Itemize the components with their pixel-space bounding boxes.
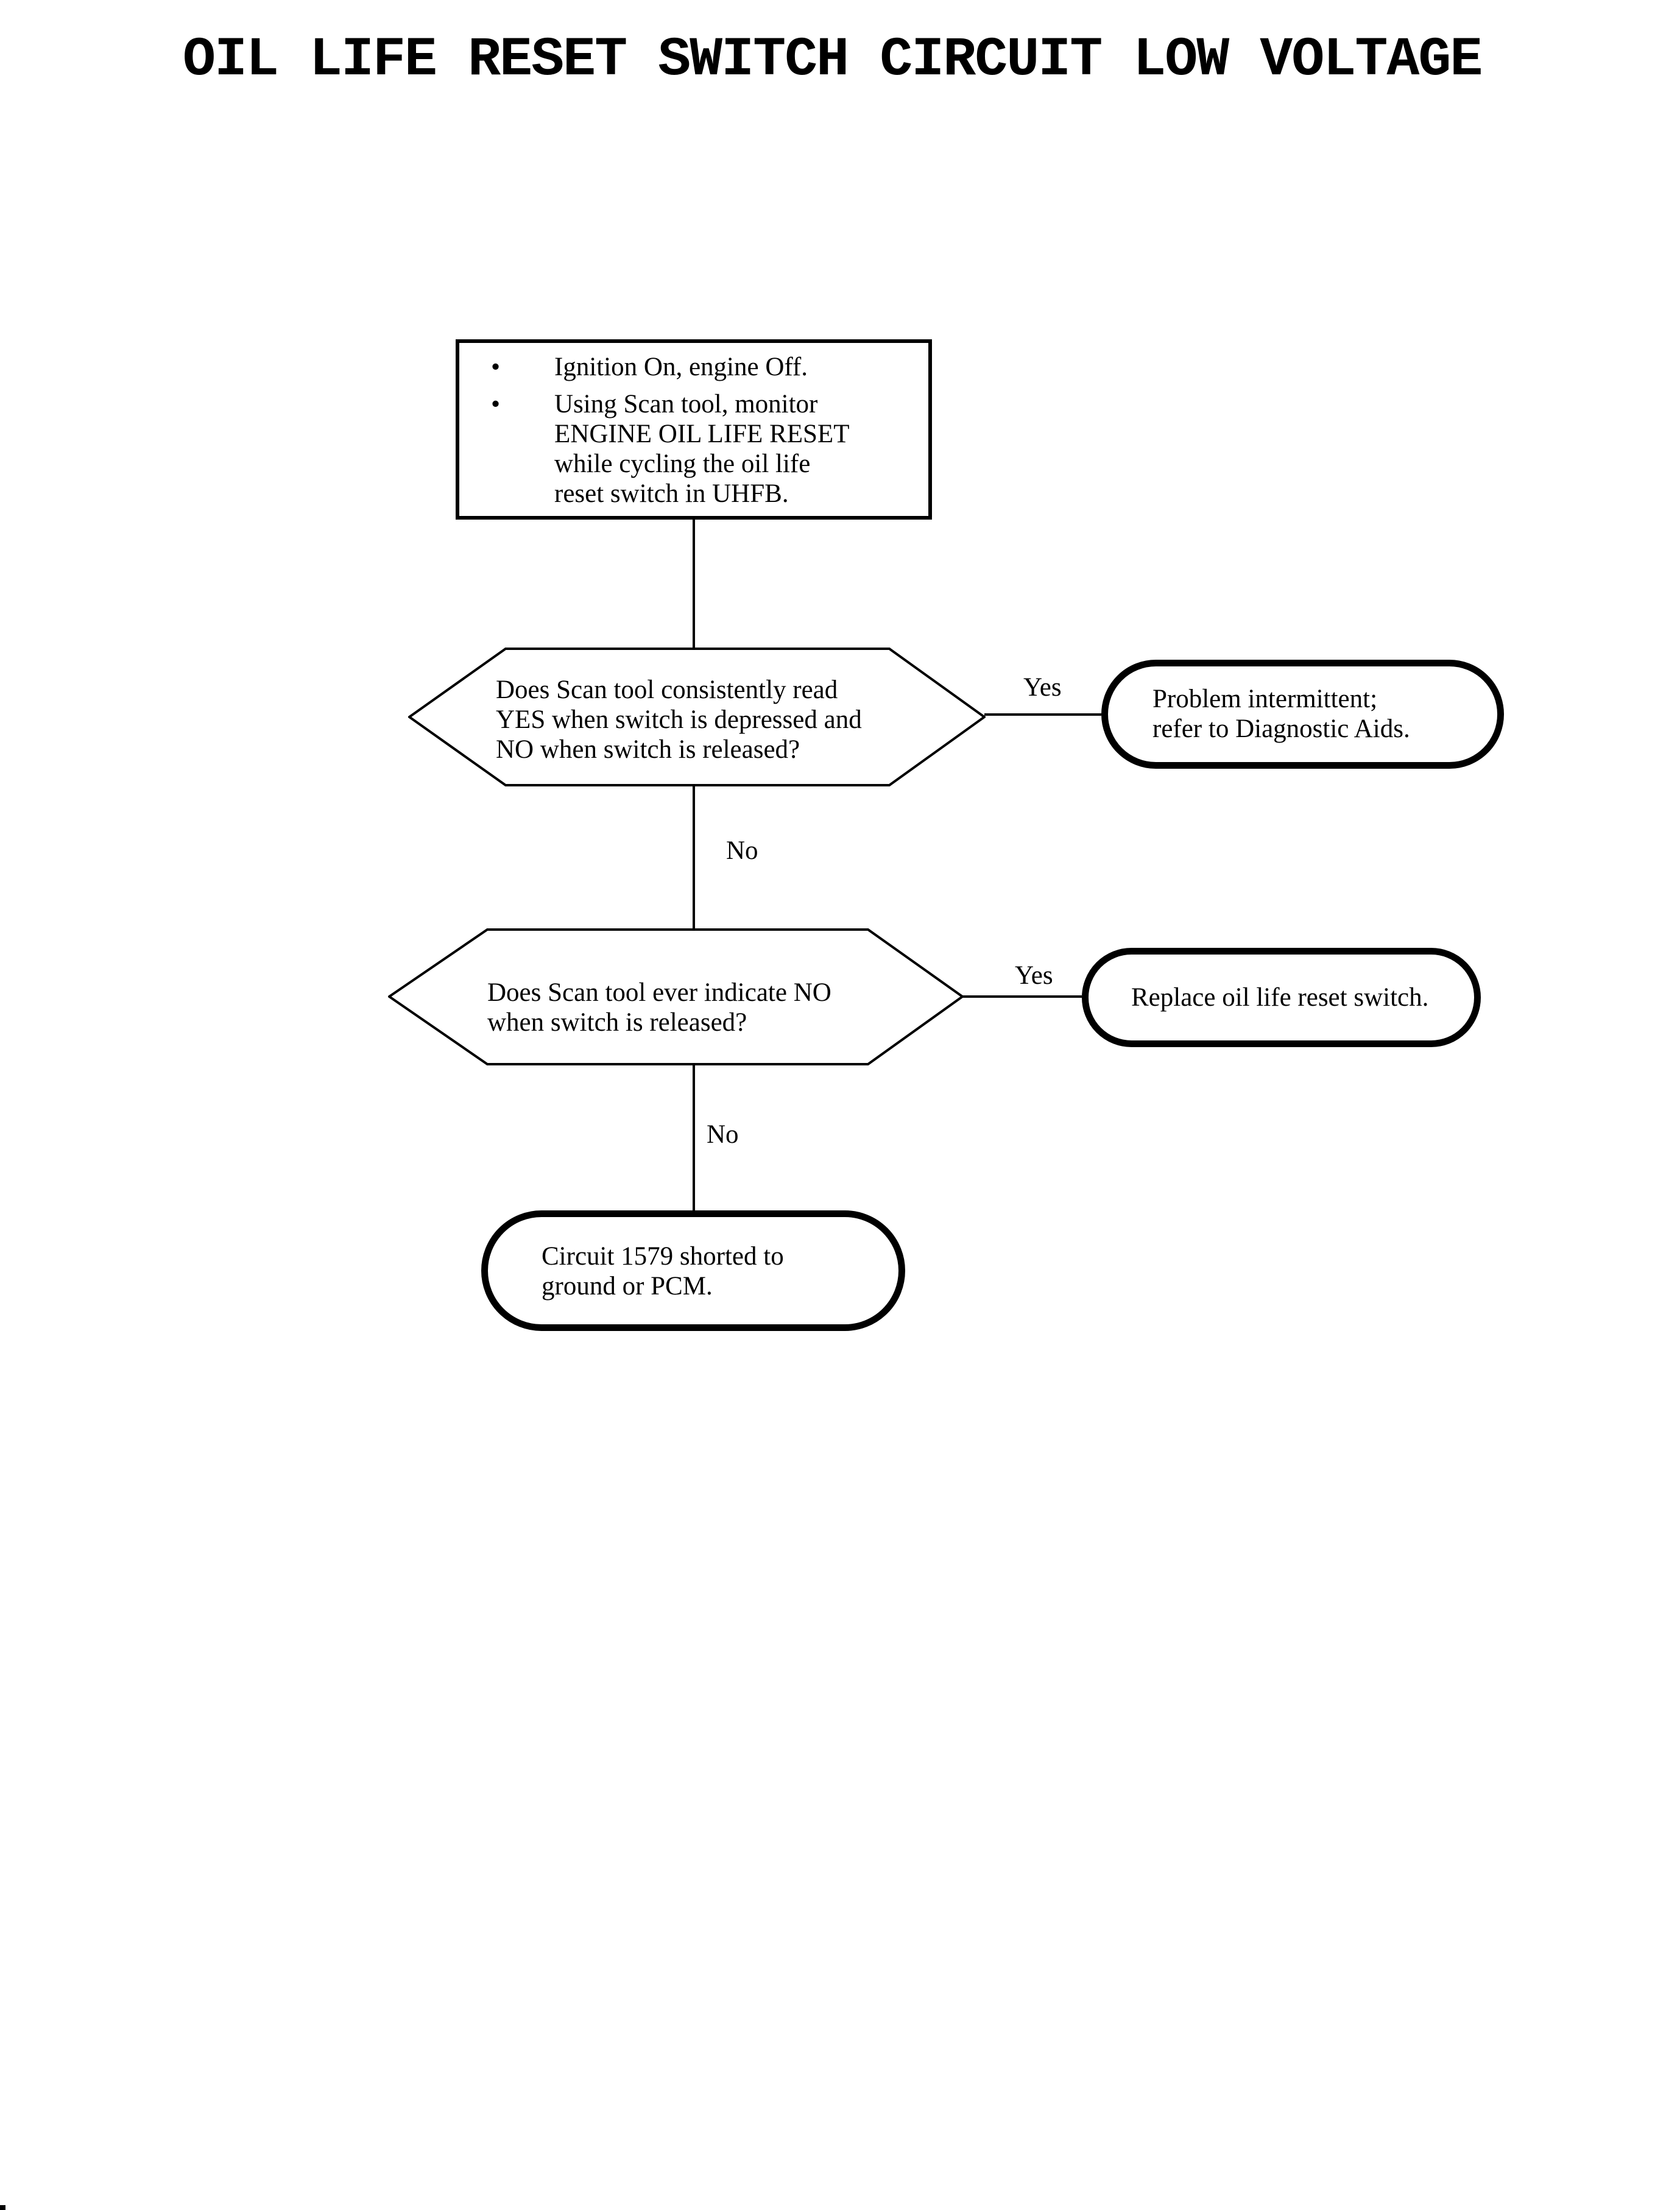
text-line: Problem intermittent; [1152,685,1378,713]
text-line: when switch is released? [487,1008,747,1037]
terminal1-text: Problem intermittent; refer to Diagnosti… [1152,684,1410,744]
terminal1-pill [1101,660,1504,769]
text-line: Does Scan tool consistently read [496,676,838,704]
text-line: Replace oil life reset switch. [1131,983,1429,1012]
bullet-icon: • [491,390,501,418]
connector-decision2-terminal3 [693,1065,695,1210]
terminal3-pill [481,1210,905,1331]
text-line: Circuit 1579 shorted to [542,1242,784,1271]
terminal3-text: Circuit 1579 shorted to ground or PCM. [542,1241,784,1301]
decision1-hexagon [408,647,986,787]
start-process-box [456,339,932,520]
decision2-text: Does Scan tool ever indicate NO when swi… [487,978,831,1037]
edge-label-yes: Yes [1015,961,1053,990]
connector-start-decision1 [693,520,695,649]
text-line: refer to Diagnostic Aids. [1152,715,1410,743]
text-line: reset switch in UHFB. [554,479,789,508]
hexagon-shape [408,648,986,786]
page-title: OIL LIFE RESET SWITCH CIRCUIT LOW VOLTAG… [183,29,1483,91]
decision1-text: Does Scan tool consistently read YES whe… [496,675,862,764]
start-item-text: Ignition On, engine Off. [554,352,808,382]
connector-decision2-terminal2 [962,995,1082,998]
text-line: Ignition On, engine Off. [554,353,808,381]
text-line: ground or PCM. [542,1272,713,1301]
edge-label-no: No [726,836,758,865]
text-line: NO when switch is released? [496,735,800,764]
edge-label-yes: Yes [1023,673,1062,702]
text-line: Does Scan tool ever indicate NO [487,978,831,1007]
terminal2-text: Replace oil life reset switch. [1131,983,1428,1012]
scan-artifact [0,2205,5,2210]
connector-decision1-terminal1 [984,713,1101,716]
edge-label-no: No [707,1120,739,1149]
start-item-text: Using Scan tool, monitor ENGINE OIL LIFE… [554,389,849,509]
connector-decision1-decision2 [693,786,695,929]
text-line: ENGINE OIL LIFE RESET [554,420,850,448]
bullet-icon: • [491,353,501,381]
text-line: Using Scan tool, monitor [554,390,818,418]
terminal2-pill [1082,948,1481,1047]
decision1-hexagon-outline [408,648,986,786]
text-line: while cycling the oil life [554,450,811,478]
text-line: YES when switch is depressed and [496,705,862,734]
